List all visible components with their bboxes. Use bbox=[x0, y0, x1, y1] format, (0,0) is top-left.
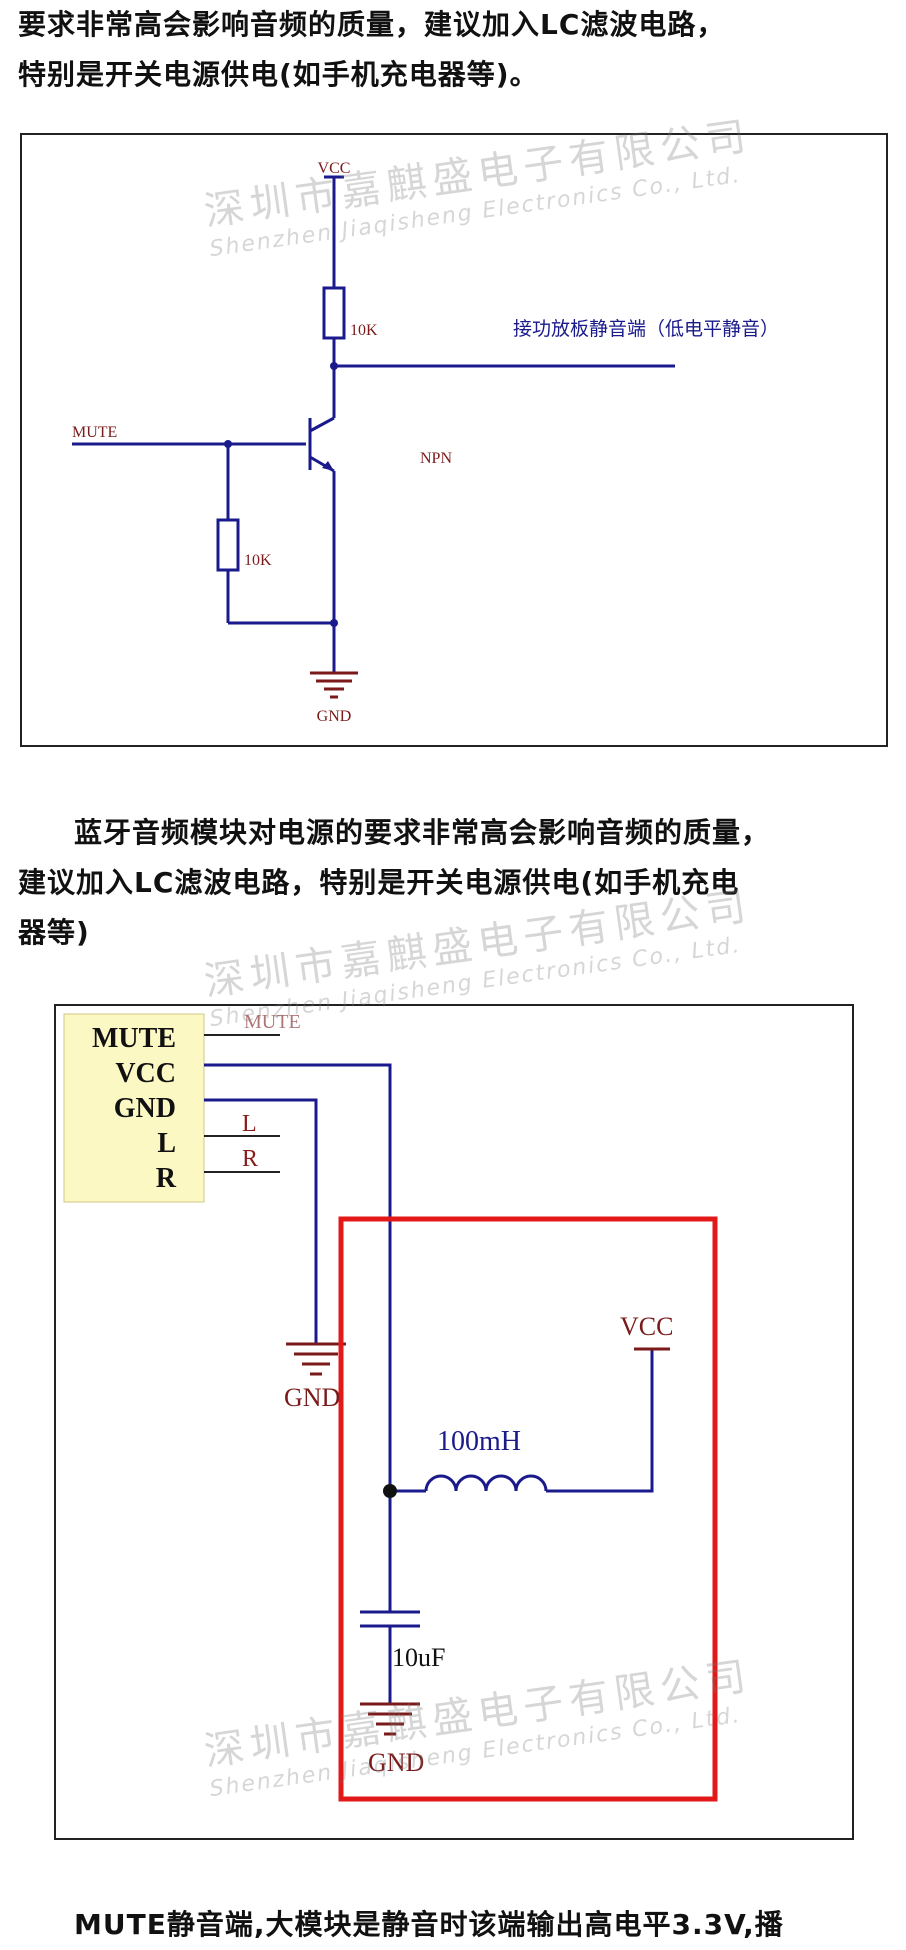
ground-symbol bbox=[286, 1342, 346, 1376]
module-pin-header bbox=[63, 1013, 205, 1203]
ground-symbol bbox=[310, 671, 358, 699]
junction-dot bbox=[224, 440, 232, 448]
resistor-top-label: 10K bbox=[350, 322, 378, 339]
paragraph-line: 要求非常高会影响音频的质量，建议加入LC滤波电路， bbox=[18, 8, 726, 41]
npn-collector bbox=[309, 416, 335, 433]
inductor-label: 100mH bbox=[437, 1426, 521, 1457]
vcc-label: VCC bbox=[620, 1312, 673, 1341]
paragraph-line: 特别是开关电源供电(如手机充电器等)。 bbox=[18, 58, 539, 91]
wire-vcc bbox=[204, 1063, 392, 1491]
lc-filter-highlight bbox=[338, 1216, 718, 1802]
vcc-label: VCC bbox=[318, 160, 351, 177]
npn-arrow bbox=[322, 461, 334, 471]
resistor-top bbox=[322, 286, 346, 340]
mute-paragraph: MUTE静音端,大模块是静音时该端输出高电平3.3V,播 bbox=[18, 1900, 898, 1950]
paragraph-line: 器等) bbox=[18, 916, 90, 949]
intro-paragraph: 要求非常高会影响音频的质量，建议加入LC滤波电路， 特别是开关电源供电(如手机充… bbox=[18, 0, 898, 100]
gnd-label: GND bbox=[317, 708, 352, 725]
mute-circuit-diagram: VCC 10K MUTE NPN 10K GND 接功放板静音端（低电平静音） bbox=[20, 133, 888, 747]
lc-filter-diagram: MUTE VCC GND L R MUTE L R bbox=[54, 1004, 854, 1840]
npn-label: NPN bbox=[420, 450, 452, 467]
gnd-bottom-label: GND bbox=[368, 1748, 424, 1777]
mute-label: MUTE bbox=[72, 424, 117, 441]
pin-label: MUTE bbox=[92, 1023, 176, 1054]
r-label: R bbox=[242, 1146, 258, 1172]
pin-label: L bbox=[157, 1128, 176, 1159]
junction-dot bbox=[383, 1484, 397, 1498]
wire bbox=[546, 1349, 654, 1493]
junction-dot bbox=[330, 619, 338, 627]
inductor bbox=[424, 1474, 548, 1492]
figure-frame bbox=[20, 133, 888, 747]
paragraph-line: MUTE静音端,大模块是静音时该端输出高电平3.3V,播 bbox=[74, 1908, 784, 1941]
resistor-left bbox=[216, 518, 240, 572]
ground-symbol bbox=[360, 1702, 420, 1736]
pin-overlap-label: MUTE bbox=[244, 1011, 301, 1033]
paragraph-line: 建议加入LC滤波电路，特别是开关电源供电(如手机充电 bbox=[18, 866, 740, 899]
pin-label: GND bbox=[114, 1093, 176, 1124]
gnd-left-label: GND bbox=[284, 1383, 340, 1412]
paragraph-line: 蓝牙音频模块对电源的要求非常高会影响音频的质量， bbox=[74, 816, 771, 849]
wire-gnd bbox=[204, 1098, 318, 1344]
lc-filter-paragraph: 蓝牙音频模块对电源的要求非常高会影响音频的质量， 建议加入LC滤波电路，特别是开… bbox=[18, 808, 898, 958]
output-note: 接功放板静音端（低电平静音） bbox=[513, 318, 779, 340]
junction-dot bbox=[330, 362, 338, 370]
resistor-left-label: 10K bbox=[244, 552, 272, 569]
pin-label: R bbox=[156, 1163, 177, 1194]
pin-label: VCC bbox=[115, 1058, 176, 1089]
lc-filter-figure: MUTE VCC GND L R MUTE L R bbox=[54, 1004, 854, 1840]
mute-circuit-figure: VCC 10K MUTE NPN 10K GND 接功放板静音端（低电平静音） bbox=[20, 133, 888, 747]
capacitor-label: 10uF bbox=[392, 1643, 445, 1672]
l-label: L bbox=[242, 1111, 257, 1137]
